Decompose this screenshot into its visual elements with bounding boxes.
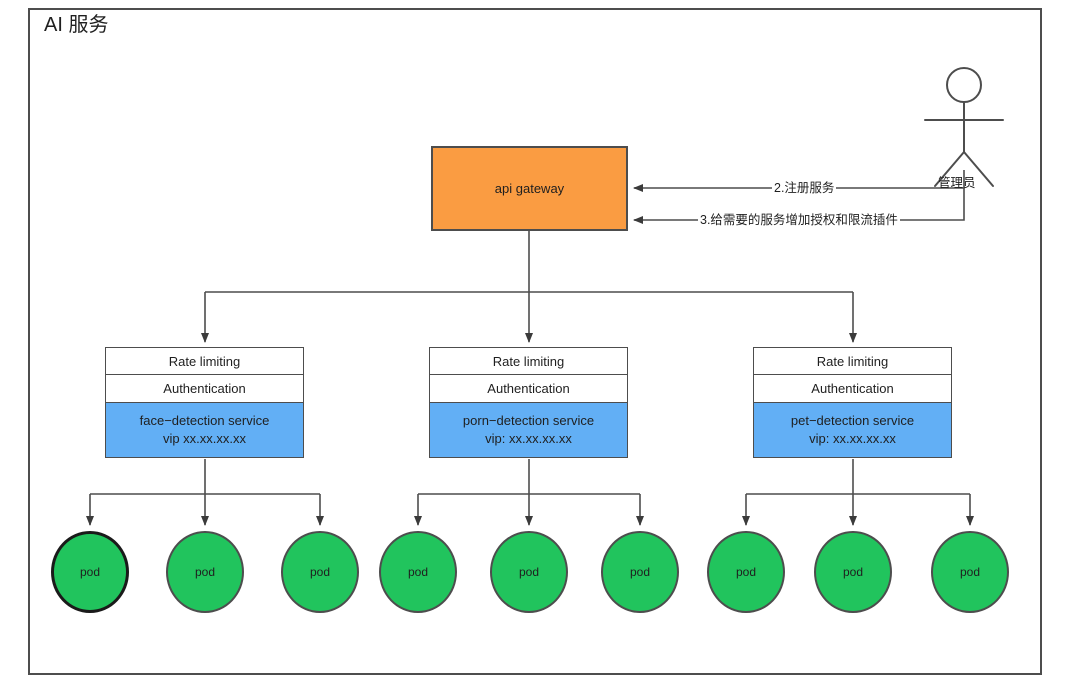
service-rate-limiting-label: Rate limiting — [168, 353, 241, 369]
actor-figure-icon — [924, 67, 1004, 187]
pod-node[interactable]: pod — [51, 531, 129, 613]
page-title: AI 服务 — [44, 14, 109, 36]
api-gateway-label: api gateway — [494, 181, 565, 196]
pod-node[interactable]: pod — [814, 531, 892, 613]
pod-label: pod — [959, 565, 981, 579]
service-authentication-label: Authentication — [487, 381, 570, 396]
service-name: porn−detection service — [462, 413, 595, 428]
pod-label: pod — [842, 565, 864, 579]
service-rate-limiting-row: Rate limiting — [429, 347, 628, 375]
service-name: face−detection service — [139, 413, 270, 428]
service-authentication-row: Authentication — [429, 375, 628, 403]
service-pet-detection[interactable]: Rate limiting Authentication pet−detecti… — [753, 347, 952, 458]
pod-label: pod — [518, 565, 540, 579]
pod-node[interactable]: pod — [707, 531, 785, 613]
service-body: face−detection service vip xx.xx.xx.xx — [105, 403, 304, 458]
pod-node[interactable]: pod — [490, 531, 568, 613]
service-rate-limiting-row: Rate limiting — [105, 347, 304, 375]
pod-label: pod — [407, 565, 429, 579]
pod-node[interactable]: pod — [931, 531, 1009, 613]
pod-node[interactable]: pod — [379, 531, 457, 613]
pod-label: pod — [629, 565, 651, 579]
service-porn-detection[interactable]: Rate limiting Authentication porn−detect… — [429, 347, 628, 458]
service-body: pet−detection service vip: xx.xx.xx.xx — [753, 403, 952, 458]
service-authentication-row: Authentication — [105, 375, 304, 403]
diagram-frame — [28, 8, 1042, 675]
service-rate-limiting-label: Rate limiting — [816, 353, 889, 369]
service-rate-limiting-label: Rate limiting — [492, 353, 565, 369]
actor-label: 管理员 — [938, 176, 976, 190]
service-face-detection[interactable]: Rate limiting Authentication face−detect… — [105, 347, 304, 458]
pod-label: pod — [194, 565, 216, 579]
service-authentication-label: Authentication — [811, 381, 894, 396]
edge-label-register: 2.注册服务 — [772, 181, 837, 196]
service-vip: vip xx.xx.xx.xx — [162, 431, 247, 446]
edge-label-plugins: 3.给需要的服务增加授权和限流插件 — [698, 213, 900, 228]
service-body: porn−detection service vip: xx.xx.xx.xx — [429, 403, 628, 458]
service-vip: vip: xx.xx.xx.xx — [809, 431, 896, 446]
service-authentication-row: Authentication — [753, 375, 952, 403]
pod-node[interactable]: pod — [601, 531, 679, 613]
pod-label: pod — [79, 565, 101, 579]
service-rate-limiting-row: Rate limiting — [753, 347, 952, 375]
pod-node[interactable]: pod — [281, 531, 359, 613]
service-name: pet−detection service — [790, 413, 915, 428]
pod-label: pod — [309, 565, 331, 579]
api-gateway-node[interactable]: api gateway — [431, 146, 628, 231]
service-vip: vip: xx.xx.xx.xx — [485, 431, 572, 446]
service-authentication-label: Authentication — [163, 381, 246, 396]
pod-label: pod — [735, 565, 757, 579]
pod-node[interactable]: pod — [166, 531, 244, 613]
